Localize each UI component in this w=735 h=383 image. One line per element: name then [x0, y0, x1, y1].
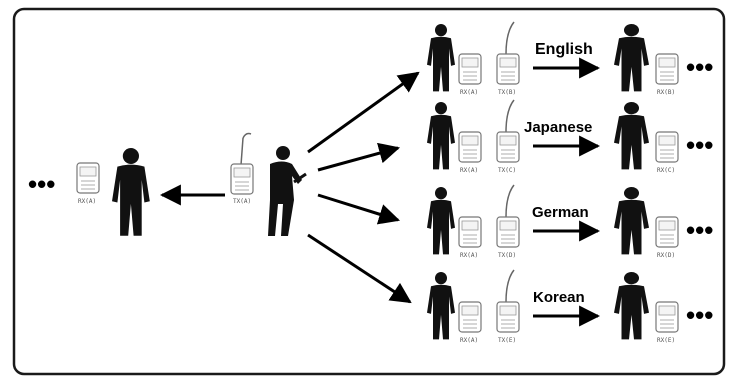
continuation-dots-japanese: ••• [686, 130, 713, 160]
arrow-to-interpreter-korean [307, 233, 412, 304]
continuation-dots-left: ••• [28, 169, 55, 199]
continuation-dots-german: ••• [686, 215, 713, 245]
listener-receiver-device [655, 131, 679, 163]
continuation-dots-korean: ••• [686, 300, 713, 330]
listener-receiver-device [655, 301, 679, 333]
speaker-transmitter-label: TX(A) [233, 198, 251, 205]
interpreter-transmitter-label: TX(D) [498, 252, 516, 259]
diagram-frame [12, 7, 726, 376]
fan-out-arrows [307, 71, 420, 304]
listener-receiver-label: RX(D) [657, 252, 675, 259]
language-label-english: English [535, 41, 593, 58]
interpreter-receiver-label: RX(A) [460, 167, 478, 174]
interpreter-transmitter-device [496, 21, 520, 85]
interpreter-transmitter-label: TX(E) [498, 337, 516, 344]
far-left-receiver-label: RX(A) [78, 198, 96, 205]
far-left-receiver-device: RX(A) [76, 162, 100, 205]
interpreter-receiver-label: RX(A) [460, 89, 478, 96]
interpreter-receiver-label: RX(A) [460, 337, 478, 344]
interpreter-transmitter-label: TX(C) [498, 167, 516, 174]
listener-receiver-label: RX(E) [657, 337, 675, 344]
interpreter-transmitter-label: TX(B) [498, 89, 516, 96]
language-label-german: German [532, 204, 589, 221]
interpreter-transmitter-device [496, 184, 520, 248]
continuation-dots-english: ••• [686, 52, 713, 82]
language-label-korean: Korean [533, 289, 585, 306]
interpreter-receiver-device [458, 216, 482, 248]
interpreter-transmitter-device [496, 99, 520, 163]
listener-receiver-label: RX(B) [657, 89, 675, 96]
interpreter-receiver-label: RX(A) [460, 252, 478, 259]
speaker-figure [268, 146, 307, 236]
interpreter-transmitter-device [496, 269, 520, 333]
speaker-transmitter-device: TX(A) [230, 132, 254, 205]
listener-receiver-label: RX(C) [657, 167, 675, 174]
arrow-to-interpreter-german [317, 193, 401, 225]
interpreter-receiver-device [458, 131, 482, 163]
speaker: TX(A) [230, 132, 307, 236]
interpreter-receiver-device [458, 301, 482, 333]
listener-receiver-device [655, 53, 679, 85]
arrow-to-interpreter-english [307, 71, 420, 154]
language-label-japanese: Japanese [524, 119, 592, 136]
listener-receiver-device [655, 216, 679, 248]
arrow-to-interpreter-japanese [317, 142, 401, 172]
far-left-listener: ••• RX(A) [28, 148, 150, 236]
interpreter-receiver-device [458, 53, 482, 85]
